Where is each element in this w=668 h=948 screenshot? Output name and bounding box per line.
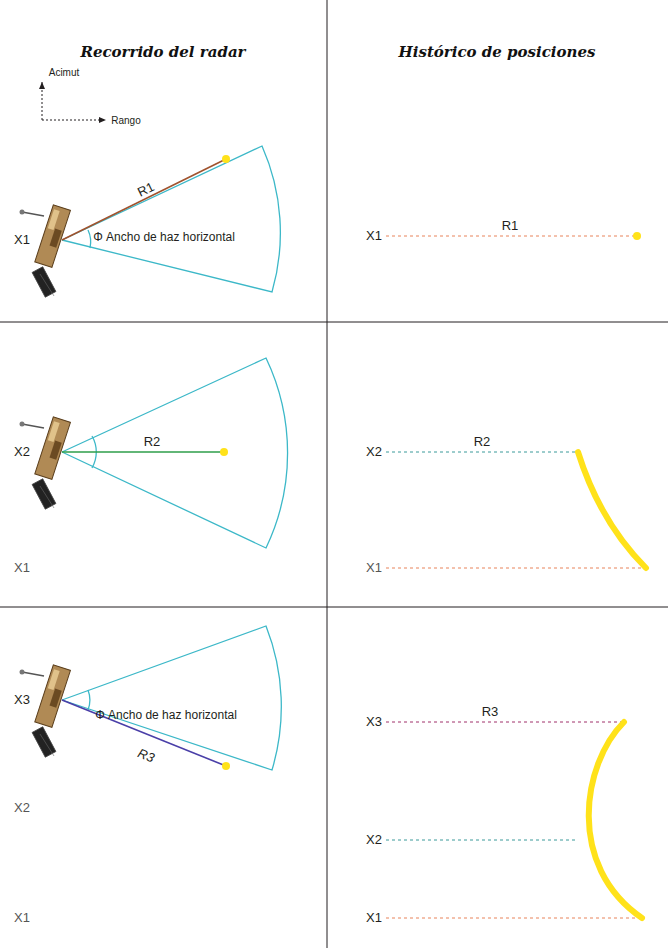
position-label: X2 [366, 445, 382, 459]
range-history-line [386, 722, 624, 723]
position-label: X1 [14, 911, 30, 925]
satellite [20, 665, 71, 757]
range-history-curve [589, 722, 642, 918]
target-dot [220, 448, 228, 456]
range-label: R2 [144, 435, 161, 449]
beam-width-label: Φ Ancho de haz horizontal [95, 709, 237, 722]
position-label: X1 [14, 233, 30, 247]
satellite [20, 205, 71, 297]
panel-divider [0, 322, 668, 323]
range-history-curve [578, 452, 646, 568]
range-line [62, 451, 224, 453]
target-dot [222, 762, 230, 770]
radar-beam [62, 146, 280, 292]
range-history-line [386, 918, 640, 919]
position-label: X2 [14, 445, 30, 459]
position-label: X3 [14, 693, 30, 707]
position-label: X2 [14, 801, 30, 815]
position-label: X1 [14, 561, 30, 575]
position-label: X3 [366, 715, 382, 729]
range-history-line [386, 568, 646, 569]
axis-arrows [42, 82, 106, 120]
axis-label: Rango [111, 115, 140, 126]
panel-divider [0, 607, 668, 608]
range-label: R2 [474, 435, 491, 449]
radar-beam [62, 626, 281, 770]
range-history-line [386, 840, 578, 841]
axis-label: Acimut [49, 67, 80, 78]
range-history-line [386, 452, 576, 453]
position-label: X1 [366, 229, 382, 243]
position-label: X2 [366, 833, 382, 847]
satellite [20, 417, 71, 509]
panel-heading: Recorrido del radar [80, 44, 245, 61]
range-history-line [386, 236, 636, 237]
position-label: X1 [366, 911, 382, 925]
range-label: R3 [136, 746, 157, 765]
radar-beam [62, 358, 288, 548]
panel-divider [327, 0, 328, 948]
range-label: R1 [502, 219, 519, 233]
position-label: X1 [366, 561, 382, 575]
target-dot [222, 155, 230, 163]
target-dot [633, 232, 641, 240]
range-label: R3 [482, 705, 499, 719]
panel-heading: Histórico de posiciones [399, 44, 596, 61]
range-line [62, 159, 226, 240]
beam-width-label: Φ Ancho de haz horizontal [93, 231, 235, 244]
